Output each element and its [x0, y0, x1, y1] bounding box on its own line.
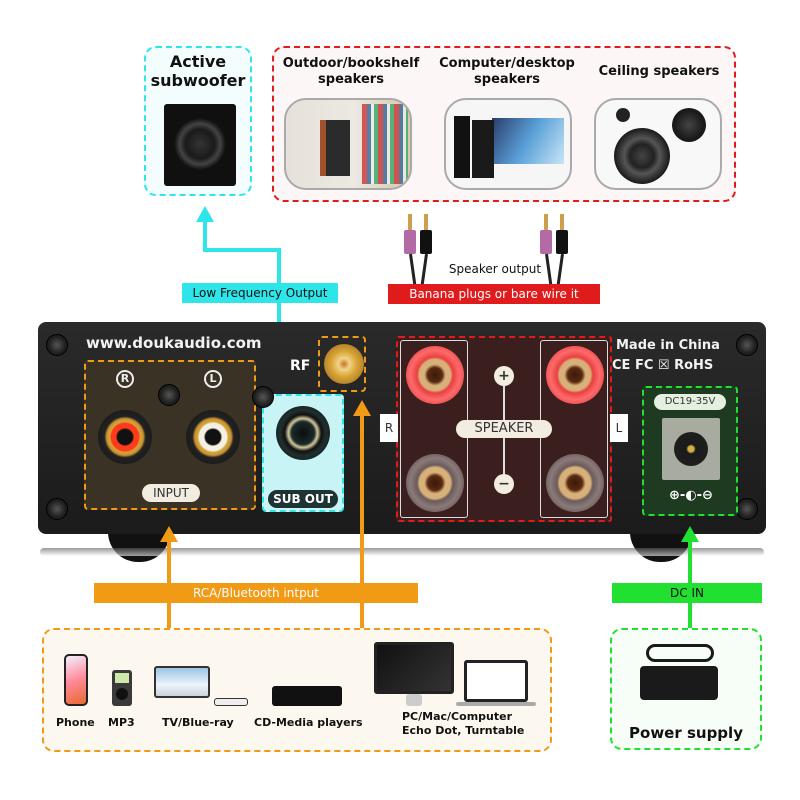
- laptop-image: [464, 660, 528, 702]
- source-label-tv: TV/Blue-ray: [162, 716, 234, 729]
- minus-icon: −: [494, 474, 514, 494]
- power-supply-label: Power supply: [629, 724, 743, 742]
- monitor-image: [374, 642, 454, 694]
- rca-input-right[interactable]: [98, 410, 152, 464]
- input-panel: R L INPUT: [84, 360, 256, 510]
- shadow: [40, 548, 764, 556]
- screw-icon: [158, 384, 180, 406]
- speaker-type-1-line1: Outdoor/bookshelf: [282, 56, 420, 71]
- plus-icon: +: [494, 366, 514, 386]
- laptop-base: [456, 702, 536, 706]
- screw-icon: [736, 498, 758, 520]
- rca-bluetooth-label: RCA/Bluetooth intput: [94, 583, 418, 603]
- low-frequency-label: Low Frequency Output: [182, 283, 338, 303]
- source-label-phone: Phone: [56, 716, 95, 729]
- dc-panel: DC19-35V ⊕-◐-⊖: [642, 386, 738, 516]
- speaker-terminal-right-positive[interactable]: [406, 346, 464, 404]
- dc-rating: DC19-35V: [654, 394, 726, 410]
- monitor-stand: [406, 694, 422, 706]
- speaker-type-1-line2: speakers: [318, 72, 384, 87]
- cyan-line-1: [203, 220, 207, 252]
- subwoofer-title-1: Active: [169, 52, 227, 71]
- dc-arrow-icon: [681, 526, 699, 542]
- tv-image: [154, 666, 210, 698]
- screw-icon: [46, 334, 68, 356]
- rf-label: RF: [290, 358, 311, 374]
- sub-out-label: SUB OUT: [268, 490, 338, 508]
- speaker-side-r: R: [380, 414, 398, 442]
- made-in-china: Made in China: [616, 338, 720, 353]
- cyan-line-3: [277, 248, 281, 393]
- speakers-box: Outdoor/bookshelf speakers Computer/desk…: [272, 46, 736, 202]
- source-label-cd: CD-Media players: [254, 716, 363, 729]
- power-cord-image: [646, 644, 714, 662]
- certification-marks: CE FC ☒ RoHS: [612, 358, 714, 373]
- speaker-cable-right: [540, 214, 580, 304]
- screw-icon: [46, 498, 68, 520]
- speaker-side-l: L: [610, 414, 628, 442]
- power-supply-box: Power supply: [610, 628, 762, 750]
- input-r-marker: R: [116, 370, 134, 388]
- speaker-type-2-line2: speakers: [474, 72, 540, 87]
- source-label-mp3: MP3: [108, 716, 135, 729]
- speaker-type-2-line1: Computer/desktop: [439, 56, 575, 71]
- source-label-pc-1: PC/Mac/Computer: [402, 710, 512, 723]
- rca-input-left[interactable]: [186, 410, 240, 464]
- ceiling-speaker-image: [594, 98, 722, 190]
- source-label-pc-2: Echo Dot, Turntable: [402, 724, 525, 737]
- website-text: www.doukaudio.com: [86, 334, 262, 352]
- desktop-speaker-image: [444, 98, 572, 190]
- amplifier-rear-panel: www.doukaudio.com R L INPUT SUB OUT RF +…: [38, 322, 766, 534]
- subwoofer-box: Active subwoofer: [144, 46, 252, 196]
- dc-polarity-icon: ⊕-◐-⊖: [669, 488, 713, 503]
- screw-icon: [736, 334, 758, 356]
- dc-in-label: DC IN: [612, 583, 762, 603]
- subwoofer-arrow-icon: [196, 206, 214, 222]
- bookshelf-speaker-image: [284, 98, 412, 190]
- speaker-cable-left: [404, 214, 444, 304]
- speaker-terminal-left-negative[interactable]: [546, 454, 604, 512]
- mp3-image: [112, 670, 132, 706]
- banana-plugs-label: Banana plugs or bare wire it: [388, 284, 600, 304]
- input-arrow-icon: [160, 526, 178, 542]
- speaker-panel: + − SPEAKER: [396, 336, 612, 522]
- speaker-terminal-left-positive[interactable]: [546, 346, 604, 404]
- orange-line-2: [360, 414, 364, 628]
- dc-power-jack[interactable]: [662, 418, 720, 480]
- sub-out-panel: SUB OUT: [262, 394, 344, 512]
- rf-arrow-icon: [353, 400, 371, 416]
- speaker-type-3-line1: Ceiling speakers: [598, 64, 720, 79]
- speaker-terminal-right-negative[interactable]: [406, 454, 464, 512]
- phone-image: [64, 654, 88, 706]
- sources-box: Phone MP3 TV/Blue-ray CD-Media players P…: [42, 628, 552, 752]
- input-label: INPUT: [142, 484, 200, 502]
- power-adapter-image: [640, 666, 718, 700]
- subwoofer-image: [164, 104, 236, 186]
- sub-out-jack[interactable]: [276, 406, 330, 460]
- cyan-line-2: [203, 248, 281, 252]
- cd-player-image: [272, 686, 342, 706]
- screw-icon: [252, 386, 274, 408]
- speaker-output-label: Speaker output: [448, 262, 542, 276]
- input-l-marker: L: [204, 370, 222, 388]
- rf-antenna-connector[interactable]: [318, 336, 366, 392]
- subwoofer-title-2: subwoofer: [150, 71, 246, 90]
- router-image: [214, 698, 248, 706]
- speaker-label: SPEAKER: [456, 420, 552, 438]
